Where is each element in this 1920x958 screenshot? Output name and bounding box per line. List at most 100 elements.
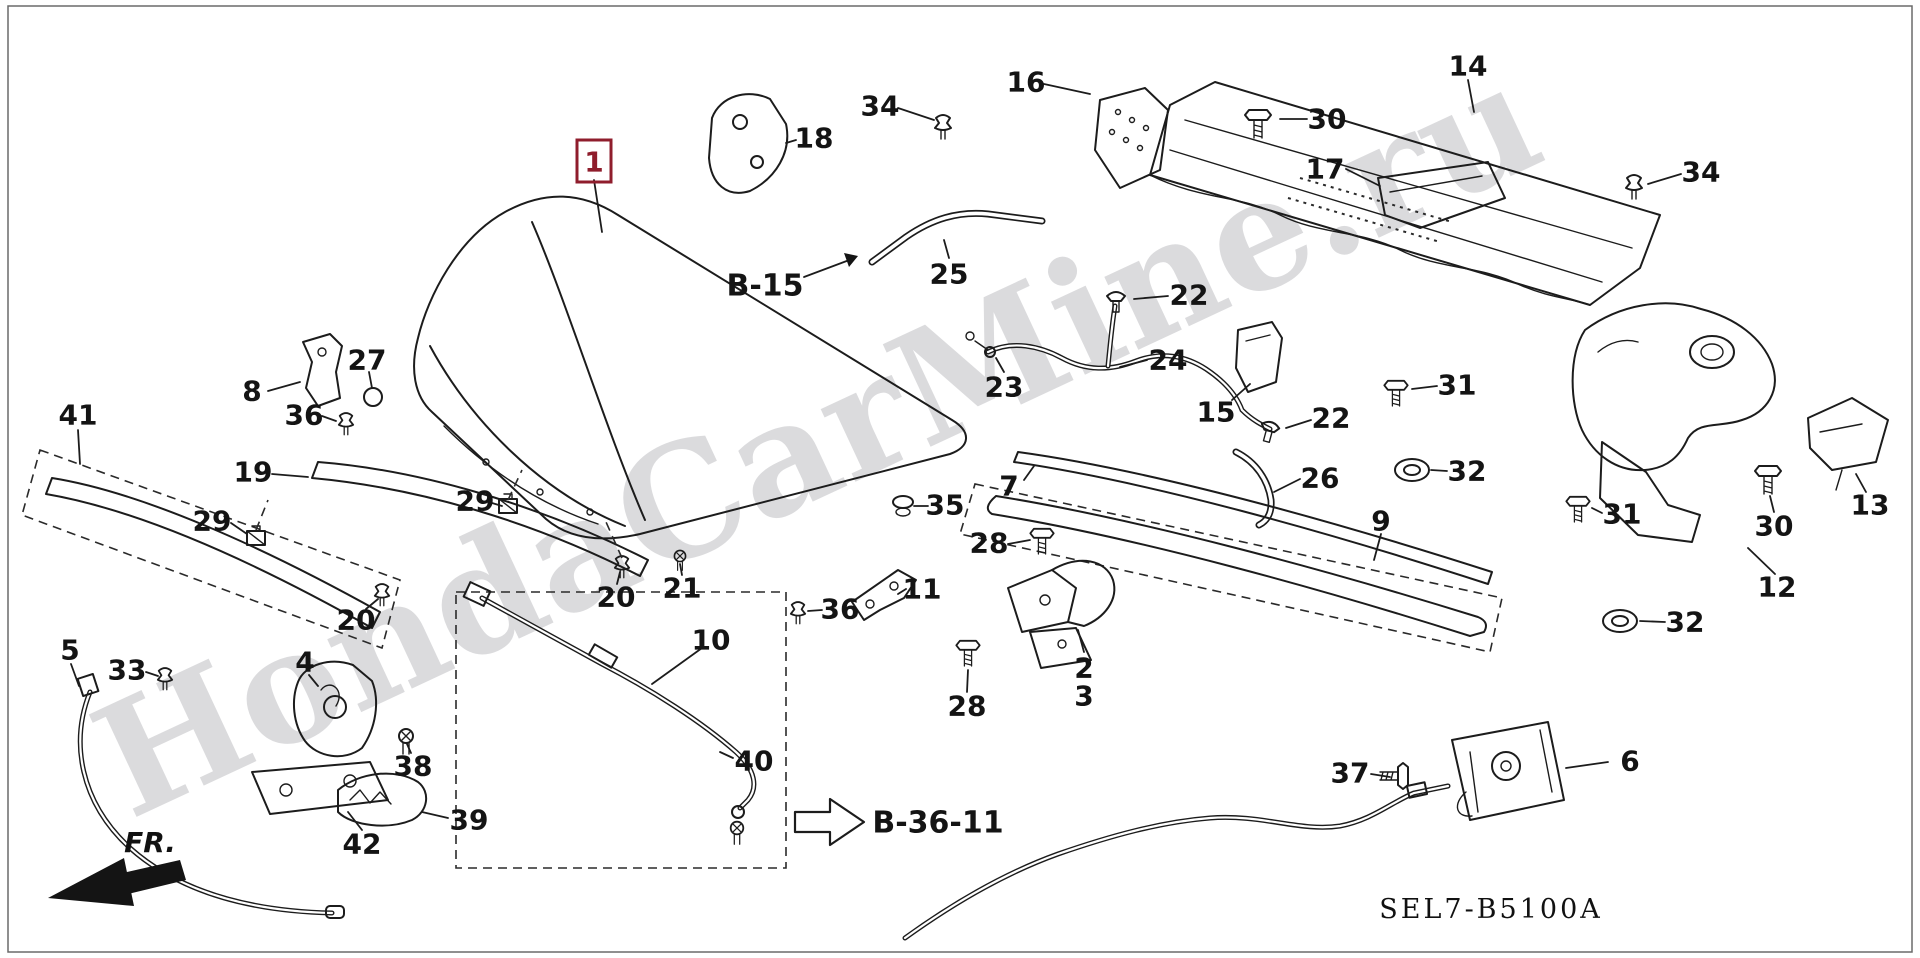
hood-hinge: [1007, 560, 1116, 669]
callout-4: 4: [295, 646, 314, 679]
bolt: [1565, 495, 1591, 523]
washer-hose: [985, 303, 1273, 432]
cowl-cover: [1377, 161, 1506, 229]
cowl-bracket: [1235, 321, 1283, 393]
callout-24: 24: [1149, 344, 1188, 377]
callout-3: 3: [1074, 680, 1093, 713]
b-15-arrow: [803, 253, 858, 278]
release-cable-front: [76, 672, 345, 919]
callout-22: 22: [1170, 279, 1209, 312]
callout-27: 27: [348, 344, 387, 377]
callout-16: 16: [1007, 66, 1046, 99]
alignment-dashes: [255, 469, 623, 559]
drain-hose: [1232, 448, 1275, 529]
callout-30: 30: [1308, 103, 1347, 136]
callout-35: 35: [926, 489, 965, 522]
cowl-side-bracket: [1094, 87, 1169, 189]
callout-20: 20: [597, 581, 636, 614]
callout-42: 42: [343, 828, 382, 861]
side-bracket-large: [1571, 302, 1776, 543]
fr-label: FR.: [124, 826, 176, 859]
callout-36: 36: [821, 593, 860, 626]
push-clip: [1625, 174, 1643, 200]
callout-30: 30: [1755, 510, 1794, 543]
lock-cable-rear: [902, 781, 1451, 941]
corner-gusset: [708, 93, 789, 194]
bolt: [1754, 465, 1782, 495]
callout-34: 34: [861, 90, 900, 123]
callout-box-1: [575, 138, 613, 184]
callout-8: 8: [242, 375, 261, 408]
callout-23: 23: [985, 371, 1024, 404]
callout-38: 38: [394, 750, 433, 783]
callout-32: 32: [1448, 455, 1487, 488]
callout-10: 10: [692, 624, 731, 657]
callout-5: 5: [60, 634, 79, 667]
push-clip: [934, 114, 952, 140]
hood-lock: [1451, 721, 1565, 821]
callout-28: 28: [970, 527, 1009, 560]
callout-22: 22: [1312, 402, 1351, 435]
hinge-bracket-left: [302, 333, 343, 407]
grommet-clip: [337, 412, 355, 436]
leader-lines: [70, 79, 1867, 831]
hood-panel: [413, 195, 967, 540]
callout-21: 21: [663, 572, 702, 605]
callout-41: 41: [59, 399, 98, 432]
callout-7: 7: [999, 470, 1018, 503]
grommet-clip: [789, 601, 807, 625]
callout-37: 37: [1331, 757, 1370, 790]
callout-25: 25: [930, 258, 969, 291]
front-molding-upper: [311, 461, 649, 577]
bolt: [1383, 379, 1409, 407]
callout-31: 31: [1438, 369, 1477, 402]
hose-joint: [965, 331, 996, 358]
callout-18: 18: [795, 122, 834, 155]
ref-label-b-15: B-15: [726, 269, 803, 304]
callout-39: 39: [450, 804, 489, 837]
callout-19: 19: [234, 456, 273, 489]
callout-36: 36: [285, 399, 324, 432]
cushion-grommet: [892, 495, 914, 517]
callout-6: 6: [1620, 745, 1639, 778]
rubber-grommet: [1394, 458, 1430, 482]
release-cable-center: [455, 581, 787, 869]
callout-26: 26: [1301, 462, 1340, 495]
rubber-ring: [363, 387, 383, 407]
callout-32: 32: [1666, 606, 1705, 639]
callout-13: 13: [1851, 489, 1890, 522]
hinge-bolt: [955, 639, 981, 667]
diagram-code: SEL7-B5100A: [1379, 894, 1603, 925]
callout-28: 28: [948, 690, 987, 723]
callout-20: 20: [337, 604, 376, 637]
side-bracket-small: [1807, 397, 1889, 491]
latch-plate: [251, 761, 389, 815]
cable-screw: [729, 820, 745, 846]
callout-14: 14: [1449, 50, 1488, 83]
washer-nozzle: [1256, 418, 1282, 445]
callout-29: 29: [193, 505, 232, 538]
hinge-bolt: [1029, 527, 1055, 555]
callout-33: 33: [108, 654, 147, 687]
callout-34: 34: [1682, 156, 1721, 189]
rubber-grommet: [1602, 609, 1638, 633]
callout-2: 2: [1074, 652, 1093, 685]
callout-17: 17: [1306, 153, 1345, 186]
stay-bracket: [851, 569, 917, 621]
callout-40: 40: [735, 745, 774, 778]
callout-31: 31: [1603, 498, 1642, 531]
hood-seal-rear: [958, 483, 1503, 653]
front-molding-lower: [21, 448, 401, 650]
fr-direction-arrow: [48, 858, 186, 906]
callout-9: 9: [1371, 505, 1390, 538]
callout-29: 29: [456, 485, 495, 518]
stay-pipe: [868, 209, 1046, 266]
diagram-border: [7, 5, 1913, 953]
hood-latch: [293, 660, 378, 758]
b-36-11-arrow: [793, 797, 866, 847]
hood-seal-front: [1013, 451, 1493, 585]
callout-1: 1: [584, 146, 603, 179]
